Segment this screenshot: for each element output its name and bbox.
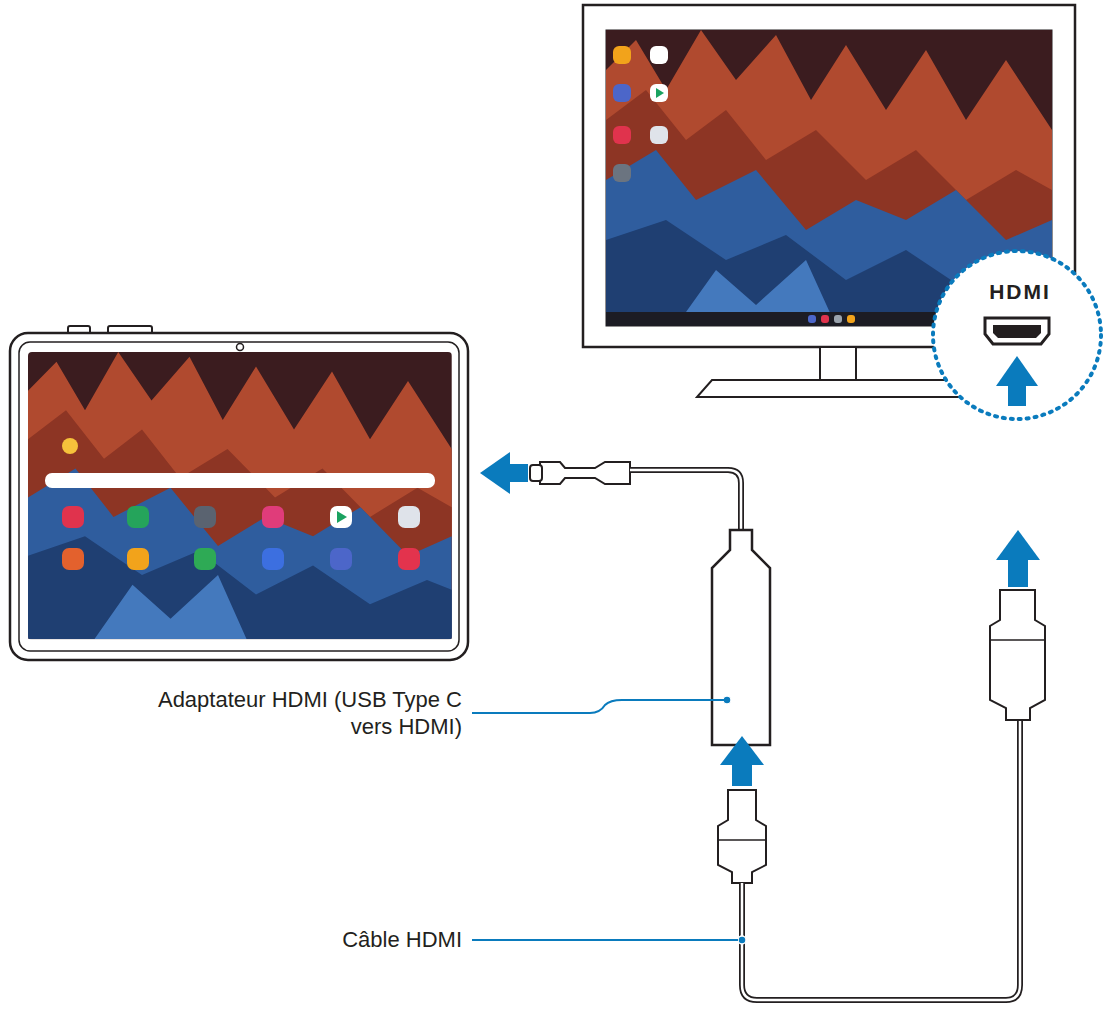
monitor — [583, 5, 1075, 397]
leader-lines — [472, 700, 738, 940]
tablet — [10, 326, 468, 660]
part-label: Adaptateur HDMI (USB Type C vers HDMI) — [144, 686, 462, 740]
hdmi-logo: HDMI — [965, 280, 1075, 304]
direction-arrows — [480, 452, 1040, 786]
cables — [530, 462, 1045, 1000]
hdmi-port-zoom — [933, 251, 1101, 419]
part-label: Câble HDMI — [262, 926, 462, 953]
